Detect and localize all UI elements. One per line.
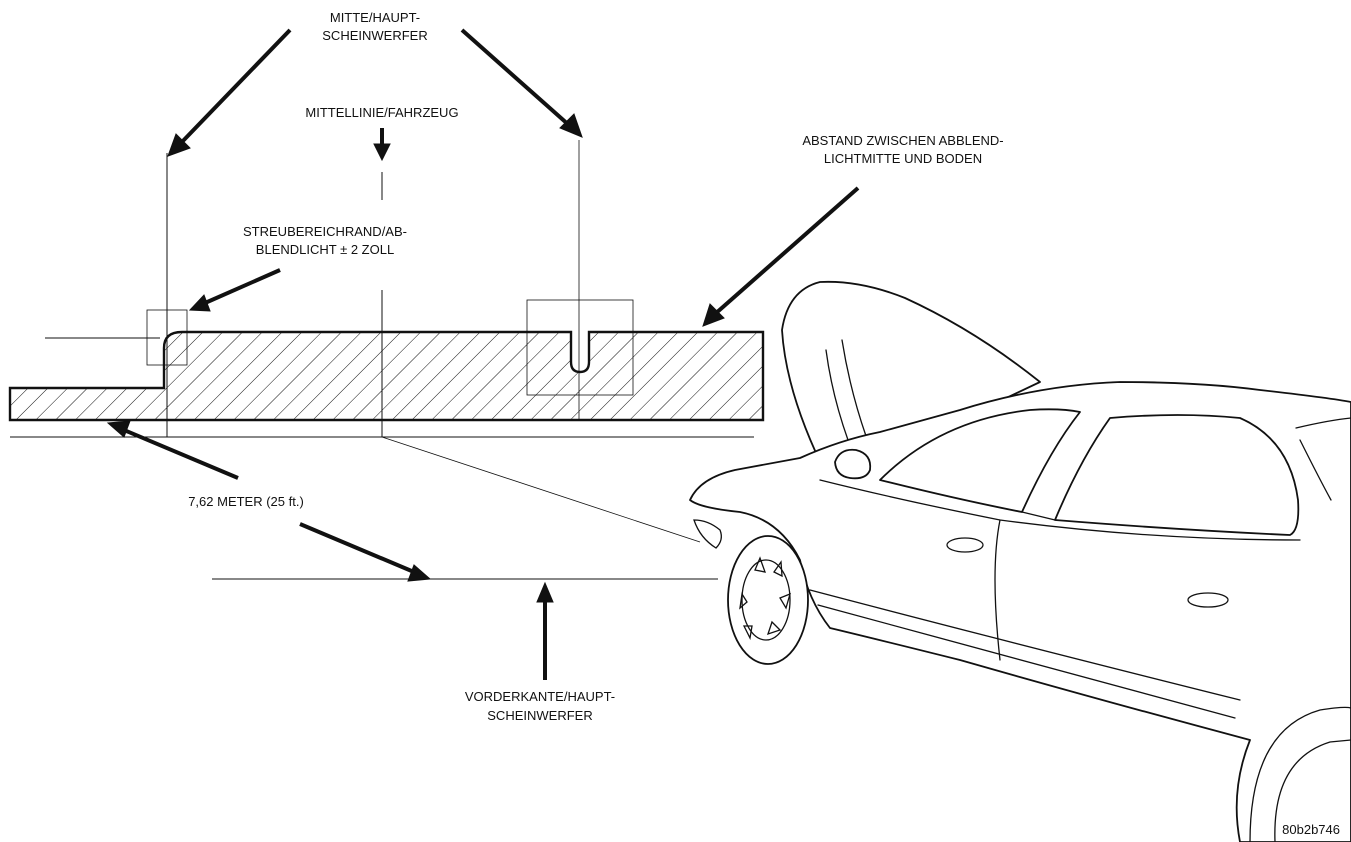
center-headlamp-box	[526, 299, 634, 396]
arrow-head-icon	[167, 133, 191, 157]
arrow-head-icon	[536, 581, 554, 603]
distance-ground-label-2: LICHTMITTE UND BODEN	[824, 151, 982, 166]
car-headlamp	[693, 519, 722, 549]
arrow-head-icon	[407, 564, 432, 582]
distance-label: 7,62 METER (25 ft.)	[188, 494, 304, 509]
arrow-head-icon	[373, 143, 391, 162]
vehicle-centerline-label: MITTELLINIE/FAHRZEUG	[305, 105, 458, 120]
center-headlamp-label-1: MITTE/HAUPT-	[330, 10, 420, 25]
car-rear-window	[1054, 414, 1300, 536]
labels: MITTE/HAUPT- SCHEINWERFER MITTELLINIE/FA…	[188, 10, 1340, 837]
edge-lowbeam-label-1: STREUBEREICHRAND/AB-	[243, 224, 407, 239]
arrows	[106, 28, 860, 680]
car-front-wheel-spokes	[739, 556, 791, 641]
car-front-wheel-rim	[741, 559, 791, 641]
front-edge-label-1: VORDERKANTE/HAUPT-	[465, 689, 615, 704]
car-rear-wheel	[1249, 706, 1351, 842]
center-headlamp-label-2: SCHEINWERFER	[322, 28, 427, 43]
beam-pattern	[8, 330, 765, 422]
arrow-head-icon	[559, 113, 583, 138]
car-hood	[781, 280, 1041, 479]
arrow-head-icon	[188, 294, 211, 312]
car-front-door-handle	[946, 537, 984, 553]
front-edge-label-2: SCHEINWERFER	[487, 708, 592, 723]
beam-pattern-shape	[8, 330, 765, 422]
car-front-wheel	[727, 535, 809, 665]
edge-lowbeam-label-2: BLENDLICHT ± 2 ZOLL	[256, 242, 394, 257]
car-illustration	[689, 280, 1351, 842]
figure-id: 80b2b746	[1282, 822, 1340, 837]
car-rear-door-handle	[1187, 592, 1229, 608]
arrow-head-icon	[106, 420, 131, 438]
car-side-mirror	[834, 448, 872, 480]
arrow-head-icon	[702, 303, 725, 327]
projection-line	[381, 436, 701, 543]
car-front-window	[879, 408, 1081, 513]
distance-ground-label-1: ABSTAND ZWISCHEN ABBLEND-	[802, 133, 1003, 148]
